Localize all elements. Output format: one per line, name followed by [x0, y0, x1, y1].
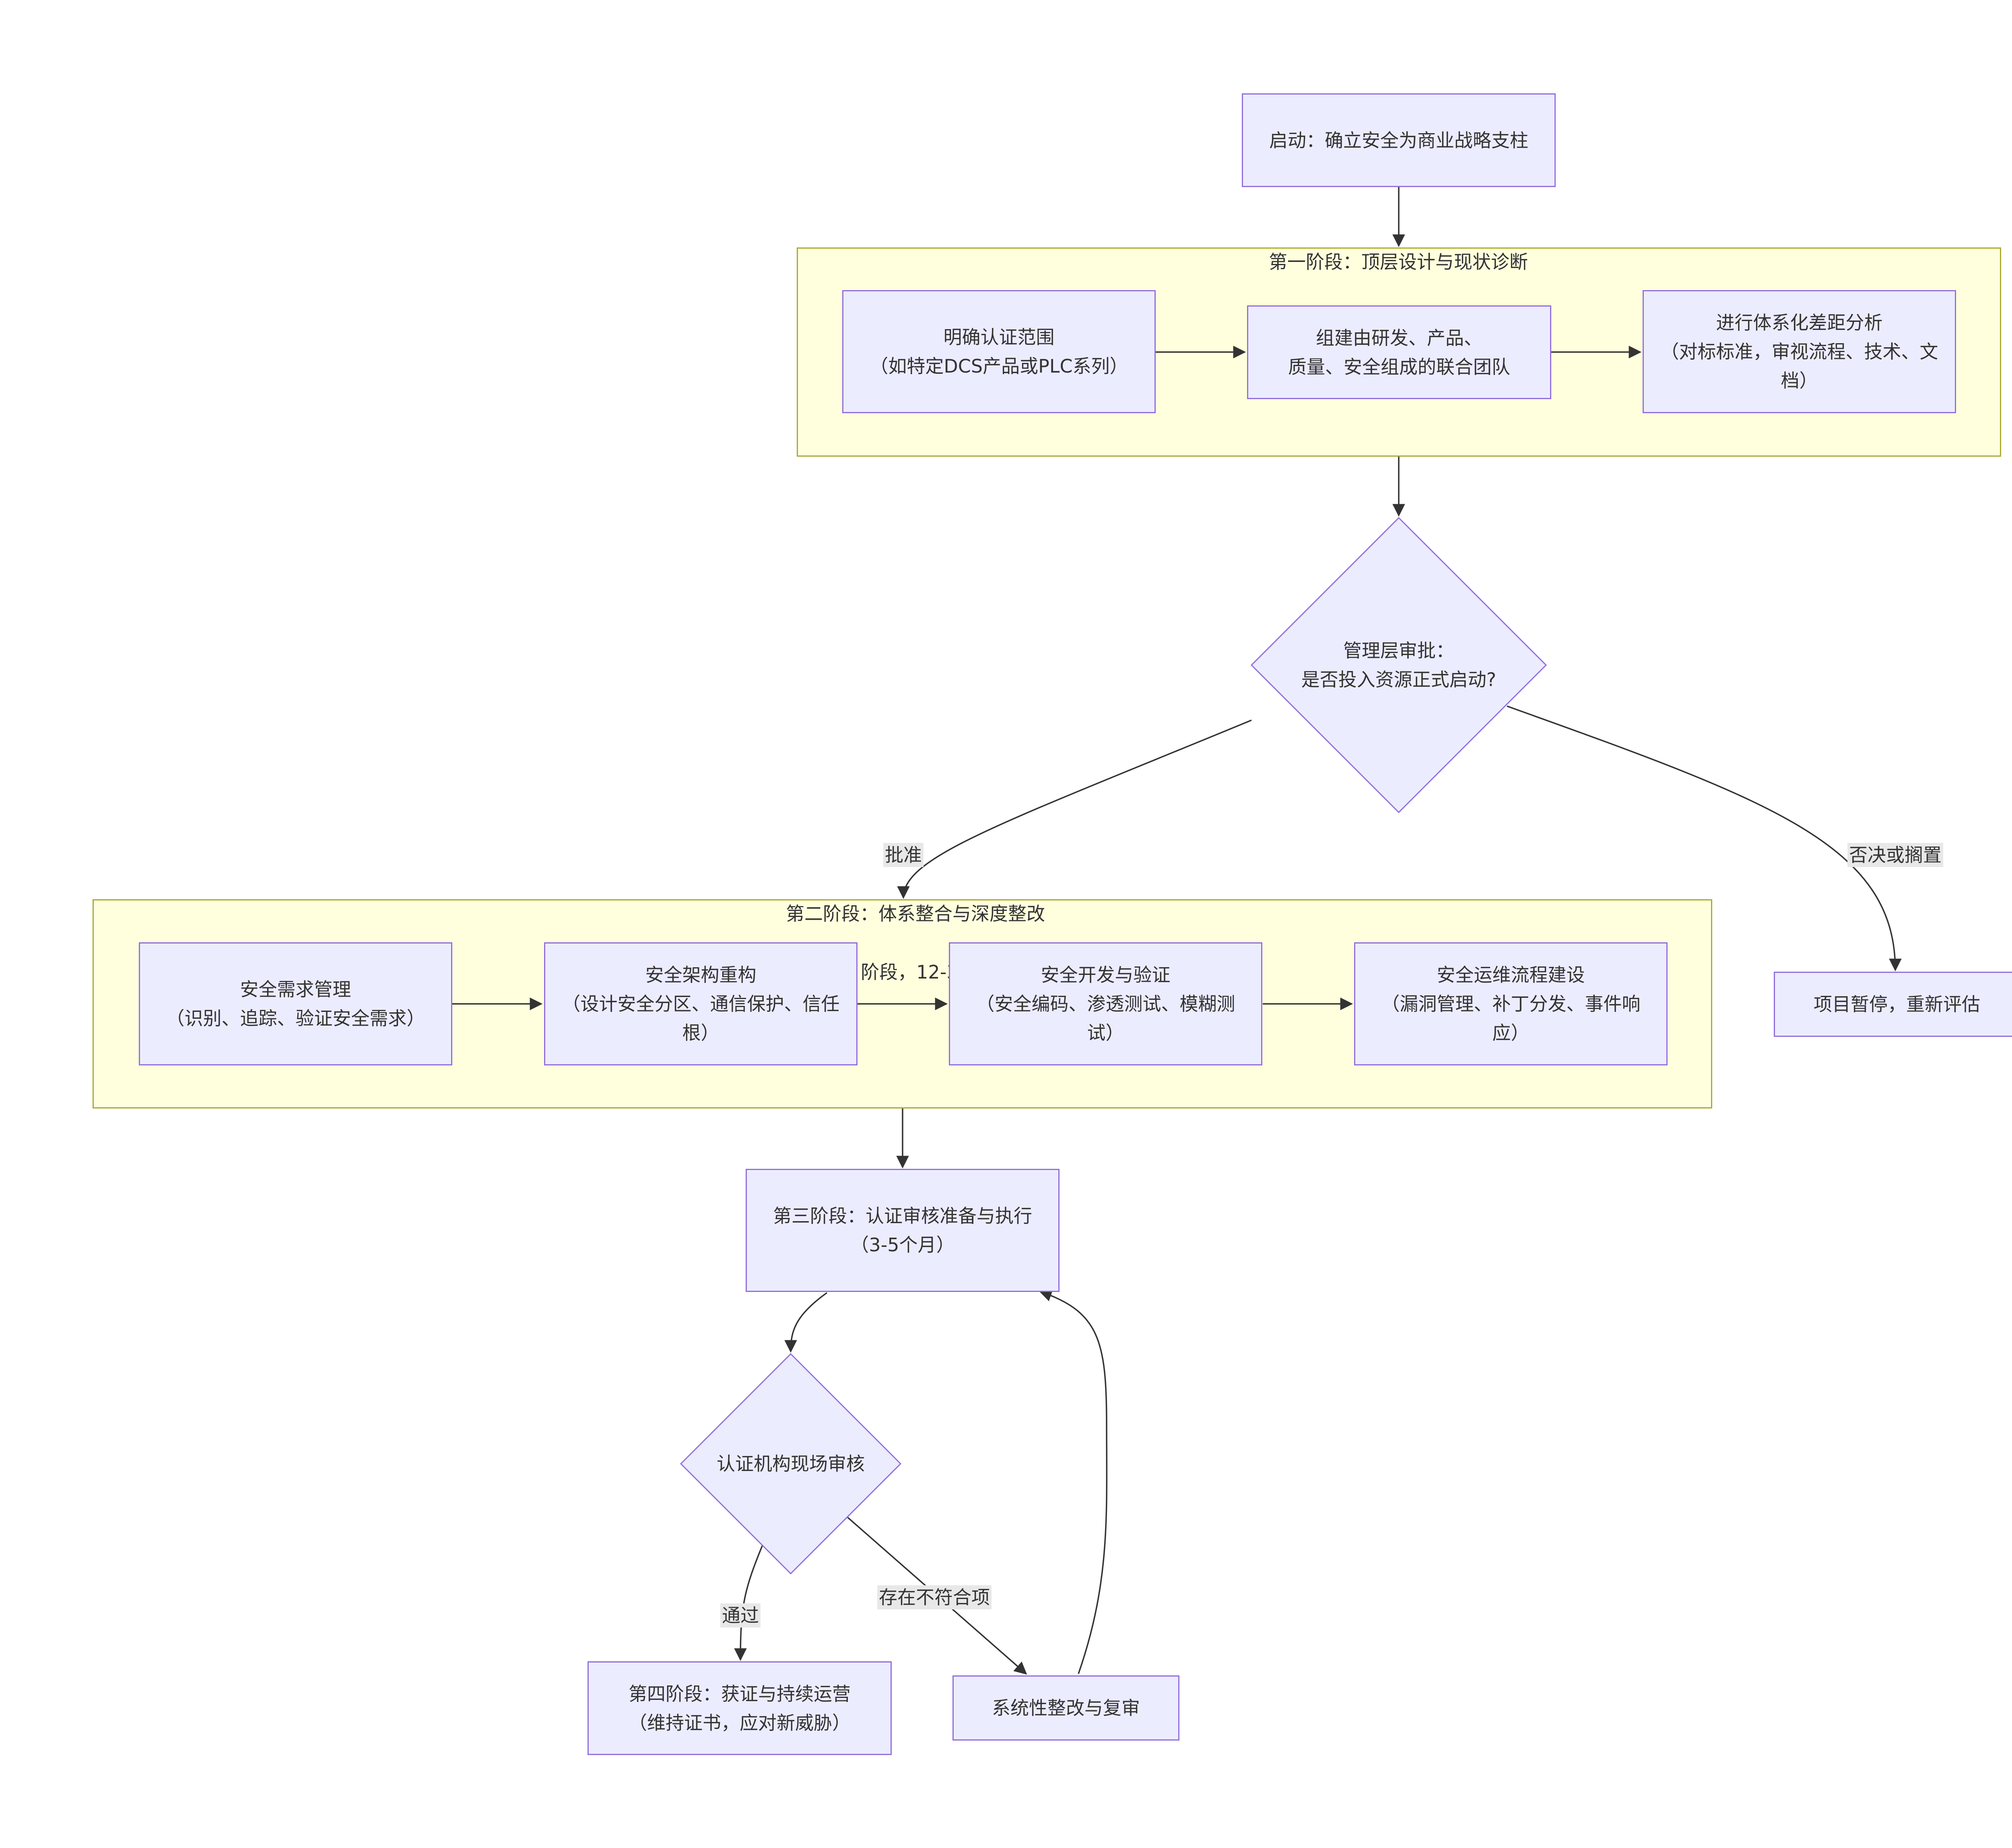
- decision1-label: 管理层审批： 是否投入资源正式启动?: [1301, 640, 1497, 690]
- decision1-diamond: [1250, 517, 1547, 814]
- phase2-title: 第二阶段：体系整合与深度整改: [786, 903, 1045, 925]
- scope-node: 明确认证范围 （如特定DCS产品或PLC系列）: [842, 290, 1156, 413]
- phase3-node: 第三阶段：认证审核准备与执行 （3-5个月）: [746, 1169, 1060, 1292]
- operations-node: 安全运维流程建设 （漏洞管理、补丁分发、事件响应）: [1354, 942, 1668, 1065]
- edge-label-reject: 否决或搁置: [1847, 843, 1943, 867]
- edge-label-pass: 通过: [720, 1603, 761, 1628]
- team-node: 组建由研发、产品、 质量、安全组成的联合团队: [1247, 305, 1551, 399]
- decision2-diamond: [680, 1353, 902, 1575]
- edge-decision1-approve: [897, 719, 1252, 899]
- architecture-node: 安全架构重构 （设计安全分区、通信保护、信任根）: [544, 942, 858, 1065]
- paused-node: 项目暂停，重新评估: [1774, 972, 2012, 1037]
- edge-decision1-reject: [1507, 705, 1902, 972]
- edge-decision2-pass: [734, 1545, 763, 1661]
- phase1-title: 第一阶段：顶层设计与现状诊断: [1269, 251, 1528, 273]
- edge-phase3-to-decision2: [784, 1292, 828, 1353]
- phase4-node: 第四阶段：获证与持续运营 （维持证书，应对新威胁）: [588, 1661, 892, 1755]
- gap-analysis-node: 进行体系化差距分析 （对标标准，审视流程、技术、文档）: [1643, 290, 1956, 413]
- edge-label-nonconform: 存在不符合项: [877, 1585, 992, 1609]
- rectify-node: 系统性整改与复审: [952, 1675, 1179, 1741]
- edge-rectify-to-phase3: [1039, 1289, 1108, 1674]
- development-node: 安全开发与验证 （安全编码、渗透测试、模糊测试）: [949, 942, 1262, 1065]
- start-node: 启动：确立安全为商业战略支柱: [1242, 93, 1556, 187]
- edge-label-approve: 批准: [883, 843, 924, 867]
- decision2-label: 认证机构现场审核: [717, 1453, 865, 1475]
- requirements-node: 安全需求管理 （识别、追踪、验证安全需求）: [139, 942, 452, 1065]
